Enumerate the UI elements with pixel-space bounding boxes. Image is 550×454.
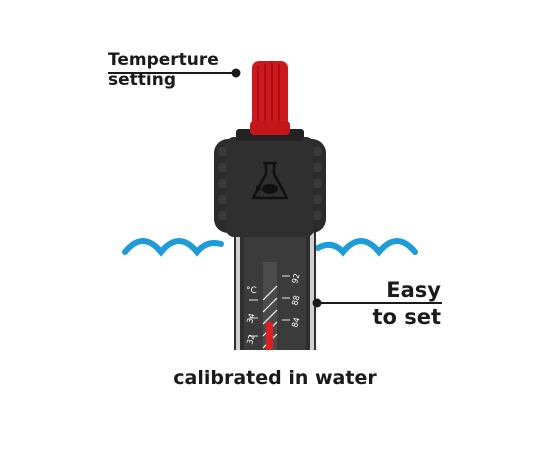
celsius-tick-34: 34	[245, 312, 256, 324]
temperature-setting-line-2: setting	[108, 70, 176, 90]
easy-leader-line	[312, 298, 442, 308]
easy-to-set-line-2: to set	[372, 305, 441, 329]
easy-to-set-label: Easy to set	[372, 277, 441, 331]
heater-head	[214, 129, 326, 237]
temperature-leader-line	[108, 68, 241, 78]
fahrenheit-tick-88: 88	[290, 294, 301, 306]
water-wave-icon	[122, 238, 418, 257]
mercury-column	[266, 322, 273, 350]
temperature-setting-label: Temperture setting	[108, 50, 219, 90]
celsius-tick-32: 32	[245, 333, 256, 345]
flask-fish-icon	[251, 161, 289, 200]
easy-to-set-line-1: Easy	[386, 278, 441, 302]
unit-label: °C	[246, 286, 257, 296]
calibrated-caption: calibrated in water	[173, 367, 377, 389]
scale-window	[262, 262, 278, 350]
scale-ticks	[249, 275, 290, 337]
fahrenheit-tick-84: 84	[290, 316, 301, 328]
knob-cap-icon	[250, 61, 290, 135]
glass-tube: °C 34 32 92 88 84	[234, 215, 316, 350]
fahrenheit-tick-92: 92	[290, 272, 301, 284]
temperature-setting-line-1: Temperture	[108, 50, 219, 70]
